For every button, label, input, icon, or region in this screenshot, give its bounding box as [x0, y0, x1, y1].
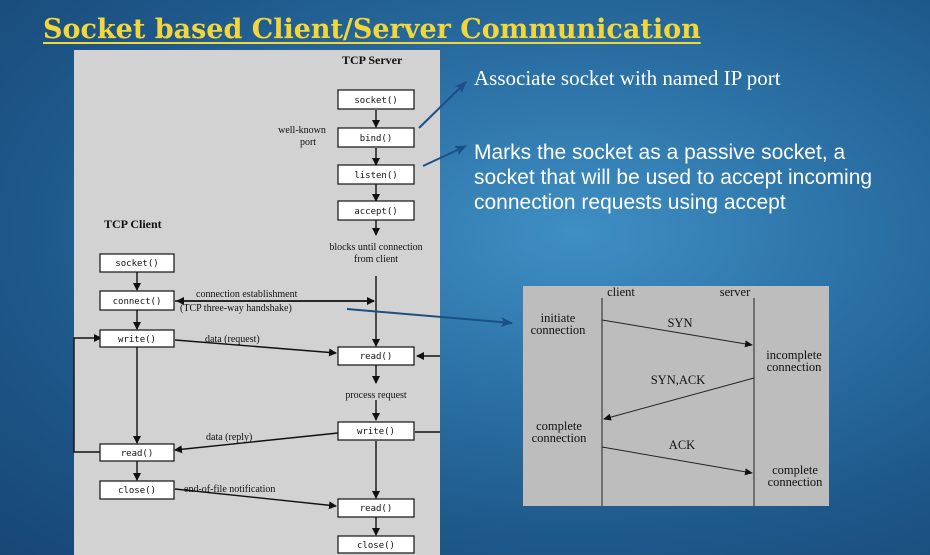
client-write-box: write(): [99, 329, 175, 348]
server-socket-label: socket(): [354, 96, 397, 106]
well-known-label: well-known: [278, 125, 326, 136]
client-connect-label: connect(): [113, 297, 162, 307]
tcp-flow-svg: TCP Server TCP Client socket(): [73, 53, 440, 554]
listen-note: Marks the socket as a passive socket, a …: [474, 141, 873, 214]
handshake-label: (TCP three-way handshake): [180, 303, 292, 314]
ack-label: ACK: [669, 438, 695, 452]
handshake-diagram: client server initiate connection SYN in…: [523, 285, 829, 506]
from-client-label: from client: [354, 254, 398, 265]
eof-label: end-of-file notification: [184, 484, 275, 495]
handshake-svg: client server initiate connection SYN in…: [531, 285, 824, 506]
client-socket-box: socket(): [99, 253, 175, 273]
incomplete-label-2: connection: [767, 360, 823, 374]
server-read1-box: read(): [337, 346, 415, 366]
process-request-label: process request: [345, 390, 407, 401]
incomplete-label: incomplete: [766, 348, 822, 362]
client-connect-box: connect(): [99, 290, 175, 311]
client-title: TCP Client: [104, 217, 162, 231]
data-reply-label: data (reply): [206, 432, 252, 443]
server-title: TCP Server: [342, 53, 403, 67]
client-close-label: close(): [118, 486, 156, 496]
hs-client-label: client: [607, 285, 635, 299]
server-write-box: write(): [337, 421, 415, 441]
tcp-flow-diagram: TCP Server TCP Client socket(): [73, 50, 440, 555]
blocks-label: blocks until connection: [329, 242, 422, 253]
client-read-label: read(): [121, 449, 154, 459]
bind-note: Associate socket with named IP port: [474, 66, 781, 90]
server-close-box: close(): [337, 535, 415, 554]
complete-server-label-2: connection: [768, 475, 824, 489]
syn-label: SYN: [667, 316, 692, 330]
server-bind-label: bind(): [360, 134, 393, 144]
server-listen-label: listen(): [354, 171, 397, 181]
client-socket-label: socket(): [115, 259, 158, 269]
complete-client-label-2: connection: [532, 431, 588, 445]
server-read2-box: read(): [337, 498, 415, 518]
server-read1-label: read(): [360, 352, 393, 362]
client-close-box: close(): [99, 480, 175, 500]
server-accept-box: accept(): [337, 200, 415, 221]
server-bind-box: bind(): [337, 127, 415, 148]
port-label: port: [300, 137, 316, 148]
initiate-label-2: connection: [531, 323, 587, 337]
server-accept-label: accept(): [354, 207, 397, 217]
hs-server-label: server: [720, 285, 751, 299]
server-socket-box: socket(): [337, 89, 415, 110]
data-request-label: data (request): [205, 334, 260, 345]
server-listen-box: listen(): [337, 164, 415, 185]
conn-est-label: connection establishment: [196, 289, 298, 300]
server-read2-label: read(): [360, 504, 393, 514]
initiate-label: initiate: [541, 311, 576, 325]
complete-client-label: complete: [536, 419, 582, 433]
client-write-label: write(): [118, 335, 156, 345]
complete-server-label: complete: [772, 463, 818, 477]
server-write-label: write(): [357, 427, 395, 437]
server-close-label: close(): [357, 541, 395, 551]
slide-title: Socket based Client/Server Communication: [43, 14, 701, 45]
synack-label: SYN,ACK: [651, 373, 706, 387]
client-read-box: read(): [99, 443, 175, 462]
